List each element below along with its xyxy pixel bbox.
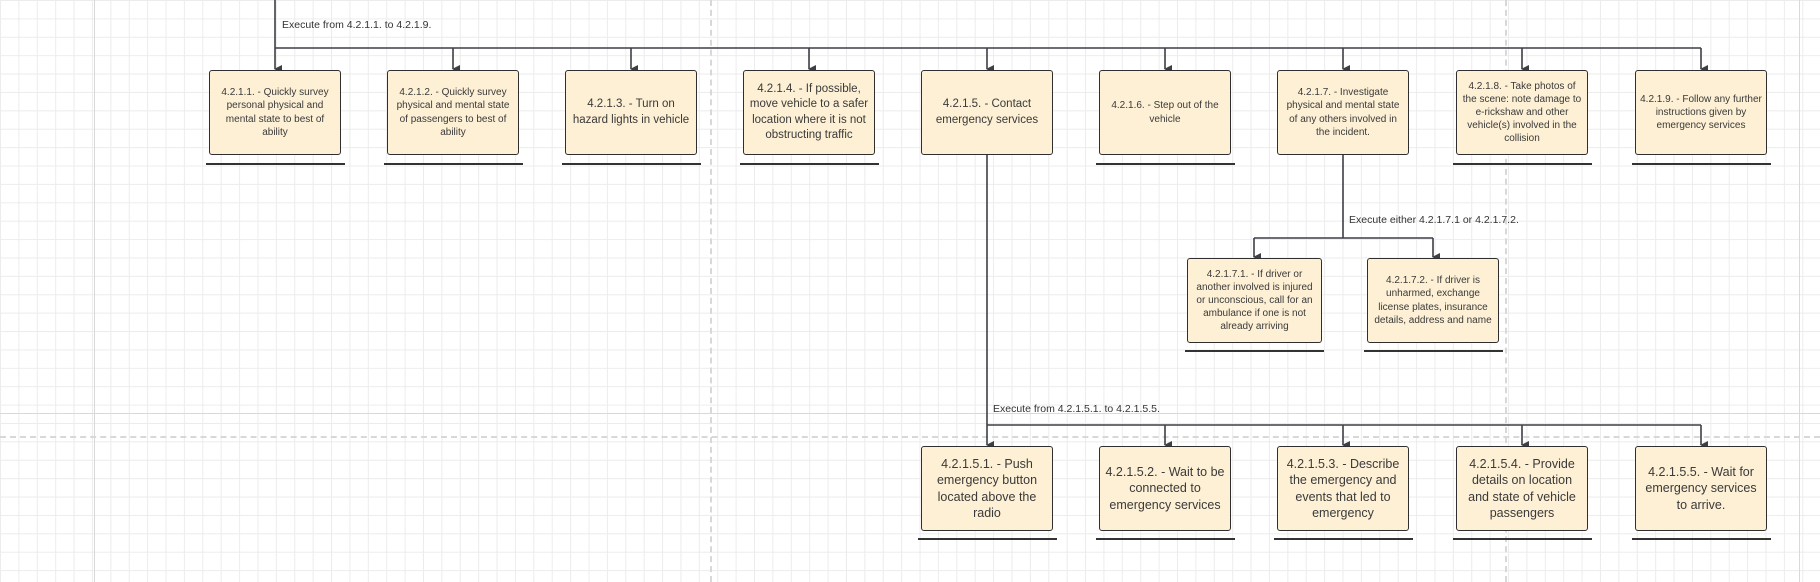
box-underline [384, 163, 523, 165]
step-label: 4.2.1.5.5. - Wait for emergency services… [1645, 464, 1757, 512]
grid-line [94, 0, 95, 582]
box-underline [1096, 538, 1235, 540]
step-4-2-1-2-box[interactable]: 4.2.1.2. - Quickly survey physical and m… [387, 70, 519, 155]
step-label: 4.2.1.2. - Quickly survey physical and m… [396, 87, 510, 138]
step-4-2-1-9-box[interactable]: 4.2.1.9. - Follow any further instructio… [1635, 70, 1767, 155]
step-label: 4.2.1.5.4. - Provide details on location… [1468, 456, 1576, 521]
box-underline [740, 163, 879, 165]
step-label: 4.2.1.5.1. - Push emergency button locat… [936, 456, 1038, 521]
box-underline [1632, 538, 1771, 540]
step-label: 4.2.1.5. - Contact emergency services [935, 98, 1039, 126]
step-4-2-1-5-1-box[interactable]: 4.2.1.5.1. - Push emergency button locat… [921, 446, 1053, 531]
box-underline [918, 538, 1057, 540]
step-4-2-1-6-box[interactable]: 4.2.1.6. - Step out of the vehicle [1099, 70, 1231, 155]
box-underline [1096, 163, 1235, 165]
box-underline [1632, 163, 1771, 165]
step-4-2-1-5-2-box[interactable]: 4.2.1.5.2. - Wait to be connected to eme… [1099, 446, 1231, 531]
step-4-2-1-5-3-box[interactable]: 4.2.1.5.3. - Describe the emergency and … [1277, 446, 1409, 531]
connector-label-top: Execute from 4.2.1.1. to 4.2.1.9. [282, 19, 432, 31]
step-label: 4.2.1.8. - Take photos of the scene: not… [1462, 80, 1582, 145]
step-4-2-1-7-box[interactable]: 4.2.1.7. - Investigate physical and ment… [1277, 70, 1409, 155]
step-label: 4.2.1.7.2. - If driver is unharmed, exch… [1374, 275, 1492, 326]
step-label: 4.2.1.5.2. - Wait to be connected to eme… [1105, 464, 1225, 512]
step-label: 4.2.1.5.3. - Describe the emergency and … [1286, 456, 1400, 521]
step-4-2-1-5-4-box[interactable]: 4.2.1.5.4. - Provide details on location… [1456, 446, 1588, 531]
box-underline [1274, 538, 1413, 540]
box-underline [1453, 538, 1592, 540]
step-label: 4.2.1.6. - Step out of the vehicle [1111, 100, 1219, 125]
page-break-line [1505, 0, 1507, 582]
step-4-2-1-5-5-box[interactable]: 4.2.1.5.5. - Wait for emergency services… [1635, 446, 1767, 531]
page-break-line [710, 0, 712, 582]
box-underline [1364, 350, 1503, 352]
step-4-2-1-4-box[interactable]: 4.2.1.4. - If possible, move vehicle to … [743, 70, 875, 155]
step-4-2-1-5-box[interactable]: 4.2.1.5. - Contact emergency services [921, 70, 1053, 155]
step-label: 4.2.1.3. - Turn on hazard lights in vehi… [572, 98, 690, 126]
box-underline [1185, 350, 1324, 352]
box-underline [1453, 163, 1592, 165]
box-underline [562, 163, 701, 165]
connector-label-mid: Execute either 4.2.1.7.1 or 4.2.1.7.2. [1349, 214, 1519, 226]
grid-line [1799, 0, 1800, 582]
step-4-2-1-8-box[interactable]: 4.2.1.8. - Take photos of the scene: not… [1456, 70, 1588, 155]
step-label: 4.2.1.9. - Follow any further instructio… [1640, 93, 1762, 132]
step-4-2-1-7-1-box[interactable]: 4.2.1.7.1. - If driver or another involv… [1187, 258, 1322, 343]
grid-line [0, 413, 1820, 414]
step-label: 4.2.1.7.1. - If driver or another involv… [1196, 268, 1313, 333]
box-underline [206, 163, 345, 165]
page-break-line [0, 436, 1820, 438]
step-label: 4.2.1.4. - If possible, move vehicle to … [749, 83, 869, 141]
connector-label-bottom: Execute from 4.2.1.5.1. to 4.2.1.5.5. [993, 403, 1160, 415]
step-label: 4.2.1.7. - Investigate physical and ment… [1286, 87, 1400, 138]
step-4-2-1-3-box[interactable]: 4.2.1.3. - Turn on hazard lights in vehi… [565, 70, 697, 155]
step-label: 4.2.1.1. - Quickly survey personal physi… [221, 87, 329, 138]
step-4-2-1-1-box[interactable]: 4.2.1.1. - Quickly survey personal physi… [209, 70, 341, 155]
step-4-2-1-7-2-box[interactable]: 4.2.1.7.2. - If driver is unharmed, exch… [1367, 258, 1499, 343]
